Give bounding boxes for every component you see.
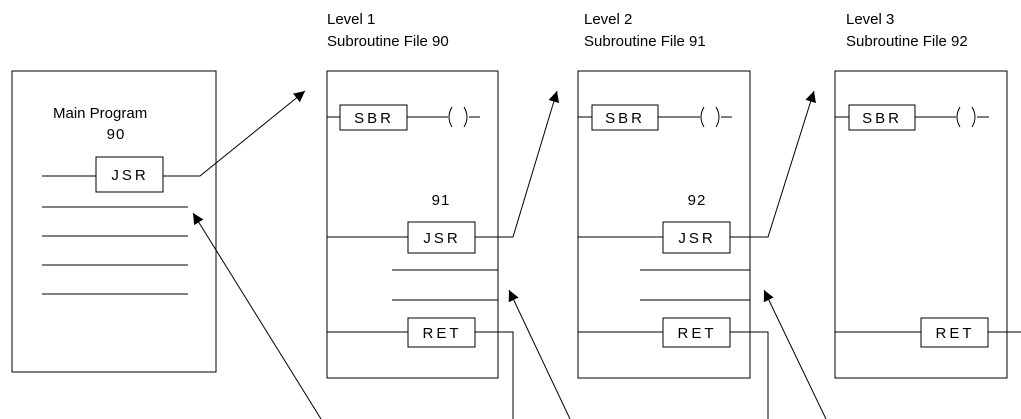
return-arrow-level-1-to-main <box>475 331 514 419</box>
return-arrow-level-1-to-main-diagonal <box>192 212 322 419</box>
main-program-box <box>11 70 217 373</box>
level-3-subroutine-file: Level 3 Subroutine File 92 SBR RET <box>834 11 1021 379</box>
level-2-file-label: Subroutine File 91 <box>584 33 706 50</box>
level-3-box <box>834 70 1008 379</box>
call-arrow-main-to-level-1 <box>163 90 306 177</box>
return-arrow-level-2-to-level-1-diagonal <box>508 289 571 419</box>
level-1-ret-label: RET <box>423 325 462 342</box>
call-arrow-level-2-to-level-3 <box>730 90 816 238</box>
main-jsr-box <box>95 156 164 193</box>
return-arrow-level-2-to-level-1 <box>730 331 769 419</box>
level-2-box <box>577 70 751 379</box>
level-2-output-coil <box>700 106 720 128</box>
call-arrow-level-1-to-level-2 <box>475 90 560 238</box>
level-2-sbr-label: SBR <box>605 110 645 127</box>
level-1-label: Level 1 <box>327 11 375 28</box>
main-jsr-number: 90 <box>107 126 126 143</box>
level-3-sbr-label: SBR <box>862 110 902 127</box>
level-2-label: Level 2 <box>584 11 632 28</box>
level-2-subroutine-file: Level 2 Subroutine File 91 SBR 92 JSR RE… <box>577 11 751 379</box>
level-2-jsr-label: JSR <box>678 230 715 247</box>
main-jsr-label: JSR <box>111 167 148 184</box>
level-2-ret-label: RET <box>678 325 717 342</box>
level-1-output-coil <box>448 106 468 128</box>
level-1-sbr-label: SBR <box>354 110 394 127</box>
level-1-subroutine-file: Level 1 Subroutine File 90 SBR 91 JSR RE… <box>326 11 499 379</box>
level-3-file-label: Subroutine File 92 <box>846 33 968 50</box>
main-program-file: Main Program 90 JSR <box>11 70 217 373</box>
level-3-label: Level 3 <box>846 11 894 28</box>
level-3-output-coil <box>956 106 976 128</box>
level-1-jsr-label: JSR <box>423 230 460 247</box>
level-3-ret-label: RET <box>936 325 975 342</box>
level-2-jsr-number: 92 <box>688 192 707 209</box>
return-arrow-level-3-to-level-2-diagonal <box>763 289 827 419</box>
level-1-file-label: Subroutine File 90 <box>327 33 449 50</box>
main-program-title: Main Program <box>53 105 147 122</box>
level-1-box <box>326 70 499 379</box>
level-1-jsr-number: 91 <box>432 192 451 209</box>
